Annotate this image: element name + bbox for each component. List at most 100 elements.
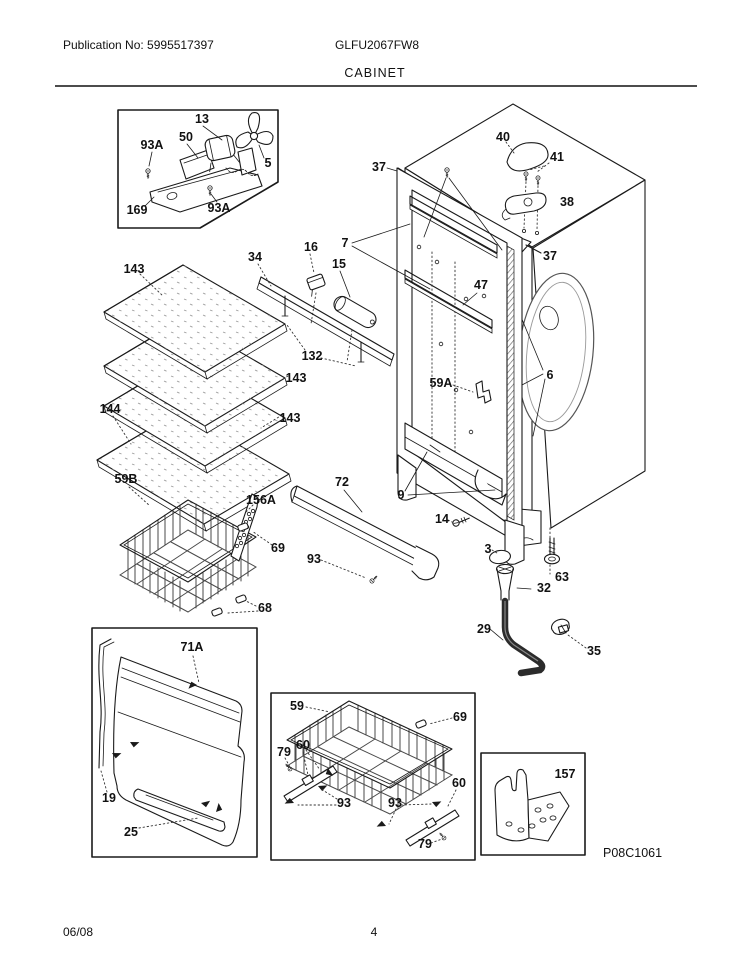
gasket-19 [98, 638, 115, 769]
part-label-34: 34 [248, 250, 262, 264]
inset-compressor-mount [117, 109, 279, 229]
plate-50 [179, 149, 215, 180]
page-title: CABINET [344, 66, 405, 80]
part-label-69-top: 69 [271, 541, 285, 555]
part-label-41: 41 [550, 150, 564, 164]
part-label-72: 72 [335, 475, 349, 489]
part-label-16: 16 [304, 240, 318, 254]
bracket-box [480, 752, 586, 856]
part-label-63: 63 [555, 570, 569, 584]
wire-harness [225, 167, 259, 176]
part-label-93-top: 93 [307, 552, 321, 566]
part-label-156a: 156A [246, 493, 276, 507]
frame-foot-left [397, 454, 417, 501]
part-label-50: 50 [179, 130, 193, 144]
clip-68-b [211, 607, 223, 617]
date-text: 06/08 [63, 925, 93, 939]
part-label-71a: 71A [181, 640, 204, 654]
clip-59a [475, 380, 492, 404]
part-label-13: 13 [195, 112, 209, 126]
handle-25 [133, 788, 226, 832]
part-label-59a: 59A [430, 376, 453, 390]
drain-parts [452, 516, 570, 677]
part-label-38: 38 [560, 195, 574, 209]
bracket-169 [149, 167, 263, 213]
part-label-68: 68 [258, 601, 272, 615]
drain-fitting-32 [495, 563, 515, 601]
part-label-93a-2: 93A [208, 201, 231, 215]
cap-3 [489, 549, 511, 565]
frame-screw [423, 167, 503, 251]
door-box [91, 627, 258, 858]
clip-69-top [237, 522, 249, 532]
clip-68-a [235, 594, 247, 604]
leveling-leg-63 [543, 527, 561, 575]
basket-box [270, 692, 476, 861]
part-labels: 13 50 93A 5 169 93A 143 34 16 15 7 37 40… [100, 112, 601, 851]
part-label-35: 35 [587, 644, 601, 658]
part-label-93a-1: 93A [141, 138, 164, 152]
part-label-79-right: 79 [418, 837, 432, 851]
part-label-3: 3 [485, 542, 492, 556]
part-label-37-right: 37 [543, 249, 557, 263]
part-label-59b: 59B [115, 472, 138, 486]
part-label-9: 9 [398, 488, 405, 502]
trim-rail-72 [290, 485, 440, 585]
shelf-144 [96, 410, 292, 532]
part-label-25: 25 [124, 825, 138, 839]
part-label-40: 40 [496, 130, 510, 144]
part-label-69-mid: 69 [453, 710, 467, 724]
screw-14 [452, 516, 470, 527]
bracket-157 [494, 768, 570, 842]
clamp-35 [550, 618, 570, 635]
rail-34 [256, 276, 395, 367]
part-label-6: 6 [547, 368, 554, 382]
right-jamb-strip [506, 245, 515, 521]
bracket-tab [237, 147, 257, 176]
shelf-143-a [103, 264, 288, 380]
part-label-5: 5 [265, 156, 272, 170]
part-label-143-3: 143 [280, 411, 301, 425]
part-label-60-right: 60 [452, 776, 466, 790]
capacitor-15 [333, 295, 377, 329]
part-label-144: 144 [100, 402, 121, 416]
part-label-15: 15 [332, 257, 346, 271]
hinge-cover-40 [506, 142, 549, 172]
rail-60-left [283, 762, 338, 803]
top-rail [409, 195, 498, 254]
part-label-169: 169 [127, 203, 148, 217]
rail-60-right [405, 809, 460, 847]
part-label-29: 29 [477, 622, 491, 636]
part-label-132: 132 [302, 349, 323, 363]
top-hinge-38 [501, 192, 547, 235]
part-label-143-1: 143 [124, 262, 145, 276]
door-panel-71a [113, 656, 245, 847]
clamp-16 [306, 273, 326, 297]
shelves [96, 264, 395, 532]
part-label-19: 19 [102, 791, 116, 805]
part-label-59: 59 [290, 699, 304, 713]
page-number: 4 [371, 925, 378, 939]
clip-69-mid [415, 719, 427, 729]
part-label-93-right: 93 [388, 796, 402, 810]
publication-number: Publication No: 5995517397 [63, 38, 214, 52]
part-label-93-left: 93 [337, 796, 351, 810]
page-header: Publication No: 5995517397 GLFU2067FW8 C… [55, 38, 697, 87]
basket-59b [119, 493, 259, 617]
part-label-79-left: 79 [277, 745, 291, 759]
drain-hose-29 [501, 597, 546, 677]
diagram-code: P08C1061 [603, 846, 662, 860]
part-label-60-left: 60 [296, 738, 310, 752]
part-label-32: 32 [537, 581, 551, 595]
leader-lines [100, 141, 587, 844]
part-label-37-left: 37 [372, 160, 386, 174]
bottom-trim-9 [404, 422, 507, 506]
part-label-14: 14 [435, 512, 449, 526]
part-label-157: 157 [555, 767, 576, 781]
model-number: GLFU2067FW8 [335, 38, 419, 52]
front-frame-assembly [396, 167, 525, 565]
part-label-7: 7 [342, 236, 349, 250]
part-label-143-2: 143 [286, 371, 307, 385]
